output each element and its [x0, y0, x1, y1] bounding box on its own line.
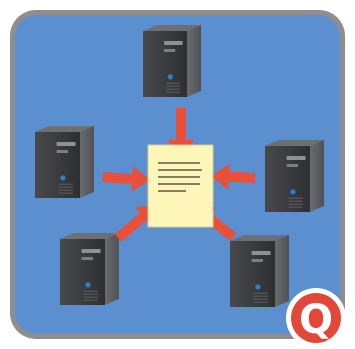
server-power-light	[60, 175, 66, 181]
server-side-face	[105, 233, 119, 305]
server-vent	[288, 203, 303, 205]
server-side-face	[80, 126, 94, 198]
server-drive-bay	[251, 251, 271, 255]
server-drive-bay	[164, 49, 176, 52]
server-vent	[165, 91, 180, 93]
server-power-light	[85, 282, 91, 288]
server-drive-bay	[251, 259, 263, 262]
document-icon	[147, 144, 214, 228]
server-drive-bay	[164, 41, 183, 45]
server-top-face	[143, 25, 201, 31]
server-side-face	[275, 235, 289, 307]
server-vent	[58, 189, 73, 191]
arrow-from-right	[211, 163, 256, 190]
server-drive-bay	[56, 150, 68, 153]
server-drive-bay	[286, 156, 306, 160]
server-vent	[288, 197, 303, 199]
server-vent	[165, 85, 180, 87]
server-vent	[165, 88, 180, 90]
badge-letter: Q	[299, 297, 333, 343]
document-lines	[158, 162, 202, 192]
server-vent	[253, 301, 268, 303]
server-power-light	[255, 284, 261, 290]
server-vent	[253, 295, 268, 297]
server-top-face	[265, 140, 324, 146]
arrow-from-left	[102, 165, 150, 192]
server-bottom-right	[230, 235, 289, 307]
server-front-face	[265, 146, 310, 212]
badge-circle	[291, 293, 341, 343]
server-drive-bay	[81, 249, 101, 253]
server-vent	[83, 293, 98, 295]
server-vent	[253, 292, 268, 294]
server-vent	[288, 200, 303, 202]
document-page	[147, 144, 214, 228]
server-drive-bay	[56, 142, 76, 146]
server-top-face	[35, 126, 94, 132]
arrow-from-bottom-left	[114, 205, 157, 242]
q-badge-icon: Q	[286, 288, 346, 348]
server-side-face	[310, 140, 324, 212]
server-vent	[58, 192, 73, 194]
server-front-face	[35, 132, 80, 198]
server-vent	[288, 206, 303, 208]
server-front-face	[143, 31, 187, 97]
server-top-face	[60, 233, 119, 239]
server-bottom-left	[60, 233, 119, 305]
server-power-light	[167, 74, 173, 80]
server-vent	[165, 82, 180, 84]
server-front-face	[230, 241, 275, 307]
server-vent	[83, 296, 98, 298]
server-front-face	[60, 239, 105, 305]
server-top-face	[230, 235, 289, 241]
server-drive-bay	[81, 257, 93, 260]
servers-group	[35, 25, 324, 307]
server-vent	[58, 186, 73, 188]
server-drive-bay	[286, 164, 298, 167]
server-right	[265, 140, 324, 212]
server-side-face	[187, 25, 201, 97]
server-top	[143, 25, 201, 97]
server-vent	[58, 183, 73, 185]
server-vent	[83, 299, 98, 301]
server-power-light	[290, 189, 296, 195]
server-left	[35, 126, 94, 198]
server-vent	[253, 298, 268, 300]
server-vent	[83, 290, 98, 292]
